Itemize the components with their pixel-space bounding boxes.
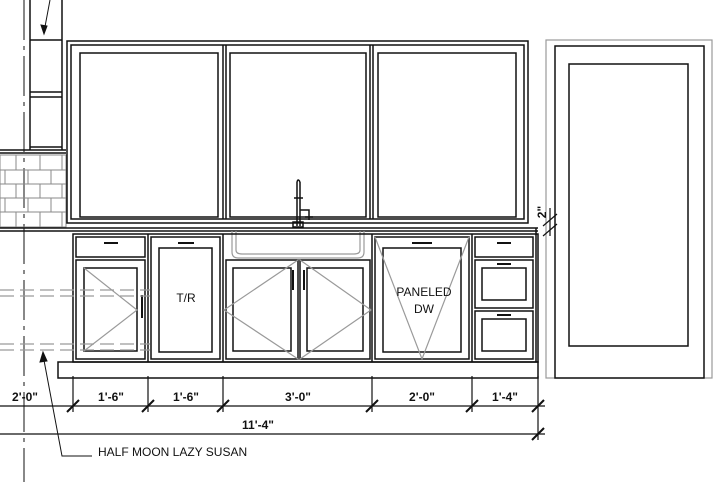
- lazy-susan-corner: [0, 289, 150, 351]
- dim-label-seg4: 3'-0": [285, 390, 311, 404]
- toe-kick: [57, 361, 539, 379]
- base-cabinet-1: [75, 236, 146, 360]
- leader-arrow-top: [40, 0, 51, 36]
- door-swing-dishwasher: [374, 236, 470, 361]
- dimension-line-overall: [0, 427, 545, 441]
- trash-recycle-label: T/R: [176, 291, 196, 305]
- dimension-line-segments: [0, 376, 545, 440]
- dim-label-seg5: 2'-0": [409, 390, 435, 404]
- trash-recycle-cabinet: [150, 236, 221, 360]
- splash-dimension: [542, 208, 558, 237]
- door-swing-cabinet-1: [83, 267, 138, 352]
- dishwasher-label-line2: DW: [414, 302, 435, 316]
- tall-door-panel: [545, 39, 713, 379]
- dim-label-seg2: 1'-6": [98, 390, 124, 404]
- dim-label-seg6: 1'-4": [492, 390, 518, 404]
- dim-label-overall: 11'-4": [242, 418, 274, 432]
- faucet: [292, 179, 313, 228]
- door-swing-sink-base: [222, 259, 373, 360]
- dishwasher-label-line1: PANELED: [396, 285, 451, 299]
- lazy-susan-note: HALF MOON LAZY SUSAN: [98, 445, 247, 459]
- lazy-susan-leader: [39, 350, 92, 457]
- sink-base-cabinet: [225, 259, 371, 360]
- splash-dimension-label: 2": [535, 206, 549, 218]
- tile-backsplash: [0, 154, 67, 228]
- drawer-stack-cabinet: [474, 236, 534, 360]
- dim-label-seg3: 1'-6": [173, 390, 199, 404]
- dim-label-seg1: 2'-0": [12, 390, 38, 404]
- left-shelf-unit: [0, 0, 66, 482]
- farmhouse-sink: [231, 231, 365, 259]
